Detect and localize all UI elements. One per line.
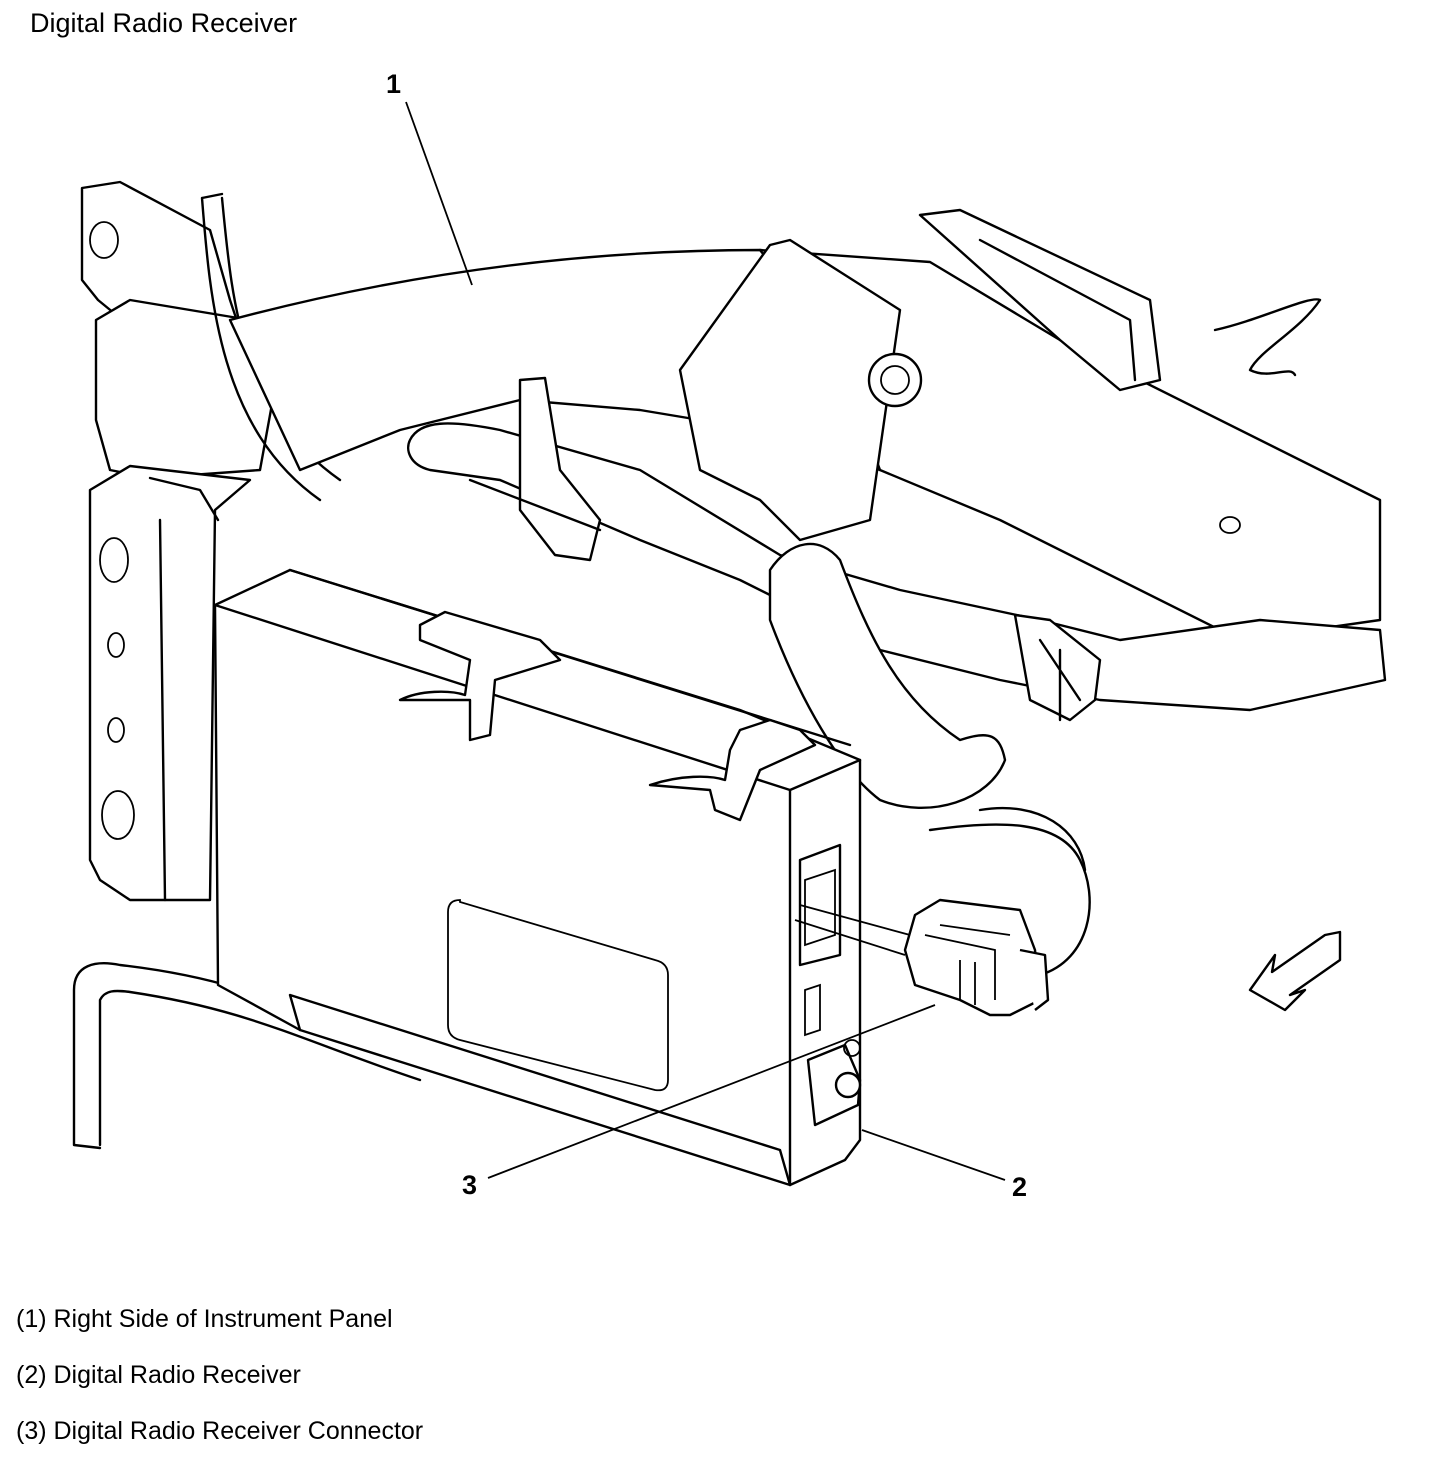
- leader-lines: [405, 101, 1006, 1181]
- support-bracket: [678, 238, 923, 542]
- wiring-harness: [407, 422, 1387, 977]
- harness-clips: [468, 376, 1102, 722]
- left-bracket: [80, 180, 282, 902]
- callout-1: 1: [386, 69, 401, 99]
- component-locator-illustration: 1 2 3: [72, 69, 1387, 1202]
- direction-arrow-icon: [1248, 930, 1342, 1012]
- callout-2: 2: [1012, 1172, 1027, 1202]
- legend-item-3: (3) Digital Radio Receiver Connector: [16, 1417, 424, 1445]
- legend-item-1: (1) Right Side of Instrument Panel: [16, 1305, 393, 1333]
- diagram-title: Digital Radio Receiver: [30, 8, 298, 38]
- legend-item-2: (2) Digital Radio Receiver: [16, 1361, 301, 1389]
- digital-radio-receiver-module: [213, 568, 862, 1187]
- legend: (1) Right Side of Instrument Panel (2) D…: [16, 1305, 423, 1473]
- callout-3: 3: [462, 1170, 477, 1200]
- digital-radio-receiver-connector: [794, 898, 1050, 1017]
